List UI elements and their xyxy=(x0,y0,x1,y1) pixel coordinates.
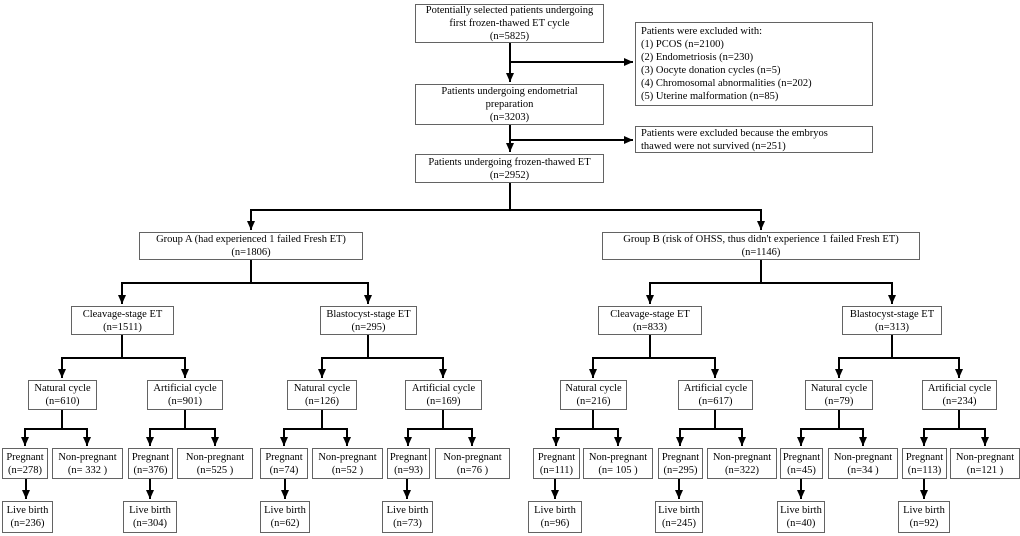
node-a-cleavage-natural-cycle: Natural cycle (n=610) xyxy=(28,380,97,410)
arrow-b-cleavage-natural-to-outcomes xyxy=(552,410,622,446)
node-exclusion-embryos: Patients were excluded because the embry… xyxy=(635,126,873,153)
arrow-a-cleavage-natural-to-outcomes xyxy=(21,410,91,446)
node-a-blastocyst-natural-pregnant: Pregnant (n=74) xyxy=(260,448,308,479)
node-b-blastocyst-et: Blastocyst-stage ET (n=313) xyxy=(842,306,942,335)
node-b-blastocyst-natural-cycle: Natural cycle (n=79) xyxy=(805,380,873,410)
node-b-cleavage-natural-non-pregnant: Non-pregnant (n= 105 ) xyxy=(583,448,653,479)
node-b-blastocyst-natural-pregnant: Pregnant (n=45) xyxy=(780,448,823,479)
node-b-cleavage-et: Cleavage-stage ET (n=833) xyxy=(598,306,702,335)
node-a-blastocyst-natural-live-birth: Live birth (n=62) xyxy=(260,501,310,533)
node-a-cleavage-natural-pregnant: Pregnant (n=278) xyxy=(2,448,48,479)
node-b-cleavage-natural-cycle: Natural cycle (n=216) xyxy=(560,380,627,410)
arrow-group-b-to-stages xyxy=(646,260,896,304)
node-b-cleavage-natural-live-birth: Live birth (n=96) xyxy=(528,501,582,533)
arrow-b-blastocyst-natural-to-outcomes xyxy=(797,410,867,446)
arrow-frozen-to-groups xyxy=(247,183,765,230)
node-b-blastocyst-artificial-cycle: Artificial cycle (n=234) xyxy=(922,380,997,410)
arrow-a-blastocyst-natural-to-outcomes xyxy=(280,410,351,446)
node-a-blastocyst-et: Blastocyst-stage ET (n=295) xyxy=(320,306,417,335)
arrow-b-cleavage-artificial-to-outcomes xyxy=(676,410,746,446)
node-initial-patients: Potentially selected patients undergoing… xyxy=(415,4,604,43)
arrow-b-blastocyst-artificial-to-outcomes xyxy=(920,410,989,446)
arrow-b-blastocyst-to-cycles xyxy=(835,335,963,378)
node-b-cleavage-artificial-live-birth: Live birth (n=245) xyxy=(655,501,703,533)
node-b-cleavage-artificial-non-pregnant: Non-pregnant (n=322) xyxy=(707,448,777,479)
node-b-cleavage-artificial-cycle: Artificial cycle (n=617) xyxy=(678,380,753,410)
node-b-cleavage-natural-pregnant: Pregnant (n=111) xyxy=(533,448,580,479)
node-b-blastocyst-artificial-non-pregnant: Non-pregnant (n=121 ) xyxy=(950,448,1020,479)
node-b-cleavage-artificial-pregnant: Pregnant (n=295) xyxy=(658,448,703,479)
node-b-blastocyst-artificial-pregnant: Pregnant (n=113) xyxy=(902,448,947,479)
arrow-b-cleavage-to-cycles xyxy=(589,335,719,378)
arrows-pregnant-to-live-birth xyxy=(22,479,928,499)
node-a-cleavage-natural-live-birth: Live birth (n=236) xyxy=(2,501,53,533)
node-a-cleavage-artificial-live-birth: Live birth (n=304) xyxy=(123,501,177,533)
node-a-cleavage-artificial-non-pregnant: Non-pregnant (n=525 ) xyxy=(177,448,253,479)
node-a-blastocyst-artificial-cycle: Artificial cycle (n=169) xyxy=(405,380,482,410)
node-exclusion-criteria: Patients were excluded with: (1) PCOS (n… xyxy=(635,22,873,106)
node-a-blastocyst-artificial-pregnant: Pregnant (n=93) xyxy=(387,448,430,479)
node-endometrial-preparation: Patients undergoing endometrial preparat… xyxy=(415,84,604,125)
node-a-cleavage-et: Cleavage-stage ET (n=1511) xyxy=(71,306,174,335)
arrow-a-cleavage-artificial-to-outcomes xyxy=(146,410,219,446)
node-a-cleavage-natural-non-pregnant: Non-pregnant (n= 332 ) xyxy=(52,448,123,479)
arrow-a-blastocyst-artificial-to-outcomes xyxy=(404,410,476,446)
node-group-b: Group B (risk of OHSS, thus didn't exper… xyxy=(602,232,920,260)
arrow-group-a-to-stages xyxy=(118,260,372,304)
node-b-blastocyst-natural-non-pregnant: Non-pregnant (n=34 ) xyxy=(828,448,898,479)
node-a-cleavage-artificial-cycle: Artificial cycle (n=901) xyxy=(147,380,223,410)
node-b-blastocyst-natural-live-birth: Live birth (n=40) xyxy=(777,501,825,533)
node-a-cleavage-artificial-pregnant: Pregnant (n=376) xyxy=(128,448,173,479)
node-group-a: Group A (had experienced 1 failed Fresh … xyxy=(139,232,363,260)
node-a-blastocyst-artificial-non-pregnant: Non-pregnant (n=76 ) xyxy=(435,448,510,479)
node-a-blastocyst-artificial-live-birth: Live birth (n=73) xyxy=(382,501,433,533)
arrow-a-blastocyst-to-cycles xyxy=(318,335,447,378)
node-frozen-thawed-et: Patients undergoing frozen-thawed ET (n=… xyxy=(415,154,604,183)
node-a-blastocyst-natural-cycle: Natural cycle (n=126) xyxy=(287,380,357,410)
node-a-blastocyst-natural-non-pregnant: Non-pregnant (n=52 ) xyxy=(312,448,383,479)
arrow-a-cleavage-to-cycles xyxy=(58,335,189,378)
node-b-blastocyst-artificial-live-birth: Live birth (n=92) xyxy=(898,501,950,533)
